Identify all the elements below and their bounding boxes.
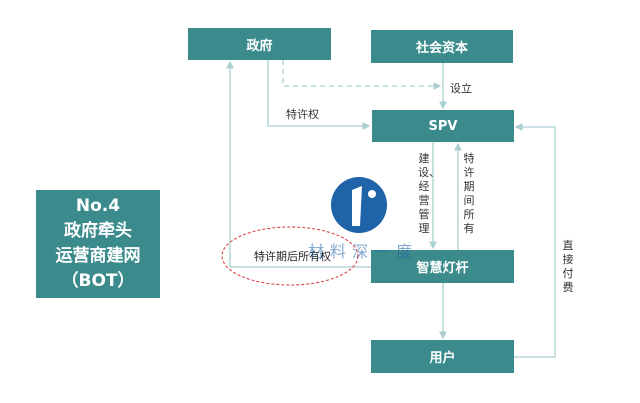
node-government: 政府 xyxy=(188,28,331,60)
franchise-line xyxy=(267,60,371,130)
node-smart-pole: 智慧灯杆 xyxy=(371,250,514,283)
ownership-return-line xyxy=(226,60,371,268)
label-owned-during-franchise: 特许期间所有 xyxy=(463,152,475,235)
node-user: 用户 xyxy=(371,340,514,373)
title-line: No.4 xyxy=(75,196,121,216)
model-title-box: No.4 政府牵头 运营商建网 （BOT） xyxy=(36,190,160,298)
label-establish: 设立 xyxy=(450,82,472,95)
label-ownership-after-franchise: 特许期后所有权 xyxy=(254,250,331,263)
title-line: 政府牵头 xyxy=(64,221,132,241)
node-social-capital: 社会资本 xyxy=(371,30,513,63)
node-spv: SPV xyxy=(372,110,514,142)
highlight-ellipse xyxy=(221,226,359,286)
watermark-logo xyxy=(331,177,387,233)
label-direct-payment: 直接付费 xyxy=(562,239,574,294)
label-franchise: 特许权 xyxy=(286,108,319,121)
label-build-operate: 建设、经营管理 xyxy=(418,152,440,235)
payment-line xyxy=(514,123,556,358)
watermark-text: 材料深一度 xyxy=(308,242,419,261)
establish-dashed-line xyxy=(282,60,442,90)
title-line: （BOT） xyxy=(61,271,135,291)
title-line: 运营商建网 xyxy=(55,246,141,266)
